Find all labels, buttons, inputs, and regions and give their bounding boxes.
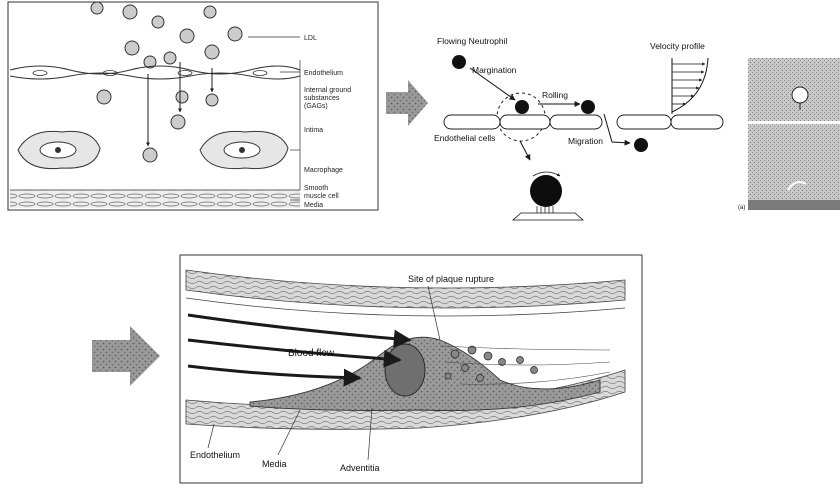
label-artery-endothelium: Endothelium: [190, 450, 240, 460]
adhered-neutrophil-detail: [530, 175, 562, 207]
endothelial-cells: [444, 115, 723, 129]
label-rolling: Rolling: [542, 90, 568, 100]
zoom-arrow: [520, 141, 530, 160]
necrotic-core: [385, 344, 425, 396]
label-velocity-profile: Velocity profile: [650, 41, 705, 51]
flowing-neutrophil: [452, 55, 466, 69]
artery-panel: Blood flow Site of plaque rupture Endoth…: [180, 255, 642, 483]
label-ground-2: substances: [304, 95, 340, 102]
label-media: Media: [304, 202, 323, 209]
label-artery-media: Media: [262, 459, 287, 469]
label-endothelium: Endothelium: [304, 70, 343, 77]
marginating-neutrophil: [515, 100, 529, 114]
substrate-plate: [513, 213, 583, 220]
micrograph-panel: (a): [738, 58, 840, 211]
rolling-neutrophil: [581, 100, 595, 114]
label-macrophage: Macrophage: [304, 167, 343, 174]
label-blood-flow: Blood flow: [288, 348, 335, 359]
migrated-neutrophil: [634, 138, 648, 152]
block-arrow-2: [92, 326, 160, 386]
label-adventitia: Adventitia: [340, 463, 380, 473]
label-intima: Intima: [304, 127, 323, 134]
label-margination: Margination: [472, 65, 517, 75]
label-plaque-rupture: Site of plaque rupture: [408, 274, 494, 284]
label-smooth-2: muscle cell: [304, 193, 339, 200]
smooth-muscle-layer: [10, 190, 300, 208]
neutrophil-panel: Flowing Neutrophil Margination Rolling V…: [434, 36, 723, 220]
label-ground-1: Internal ground: [304, 87, 351, 94]
label-smooth-1: Smooth: [304, 185, 328, 192]
label-ground-3: (GAGs): [304, 103, 328, 110]
label-endothelial-cells: Endothelial cells: [434, 133, 495, 143]
micrograph-tag: (a): [738, 205, 745, 211]
micrograph-bottom: [748, 124, 840, 204]
velocity-profile: Velocity profile: [650, 41, 708, 114]
macrophage-right: [200, 131, 288, 168]
block-arrow-1: [386, 80, 428, 126]
macrophage-left: [18, 131, 100, 168]
adhesion-bonds: [537, 206, 553, 213]
atherosclerosis-panel: LDL Endothelium Internal ground substanc…: [8, 2, 378, 210]
label-migration: Migration: [568, 136, 603, 146]
label-ldl: LDL: [304, 35, 317, 42]
label-flowing-neutrophil: Flowing Neutrophil: [437, 36, 508, 46]
